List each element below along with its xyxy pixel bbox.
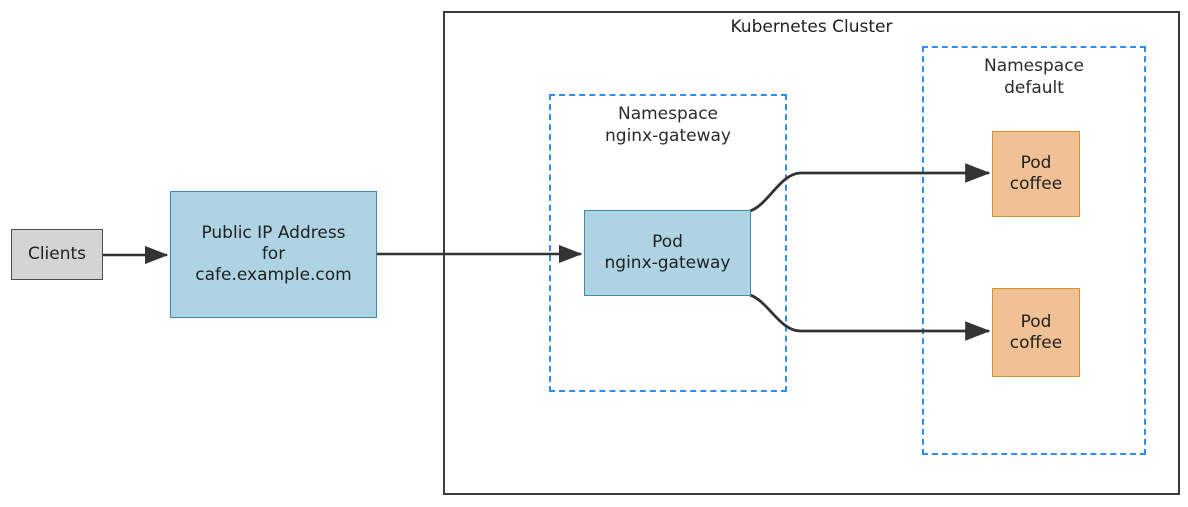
node-public-ip-line1: Public IP Address — [201, 223, 346, 244]
node-pod-nginx-gateway-line2: nginx-gateway — [604, 253, 731, 273]
node-clients[interactable]: Clients — [11, 229, 103, 280]
node-pod-coffee-2-line2: coffee — [1009, 332, 1063, 353]
node-pod-coffee-1-line1: Pod — [1020, 153, 1052, 174]
node-public-ip-line3: cafe.example.com — [195, 264, 352, 285]
namespace-nginx-gateway-container — [549, 94, 787, 392]
node-clients-label: Clients — [27, 244, 87, 265]
namespace-nginx-gateway-label-line2: nginx-gateway — [605, 125, 731, 146]
namespace-default-container — [922, 46, 1146, 455]
node-pod-coffee-2-line1: Pod — [1020, 311, 1052, 332]
node-pod-nginx-gateway-line1: Pod — [652, 232, 683, 253]
kubernetes-cluster-label: Kubernetes Cluster — [730, 17, 893, 37]
node-public-ip-line2: for — [261, 244, 286, 265]
namespace-nginx-gateway-label-line1: Namespace — [617, 104, 719, 124]
namespace-default-label-line1: Namespace — [983, 56, 1085, 76]
namespace-default-label-line2: default — [1004, 77, 1064, 98]
node-pod-coffee-1-line2: coffee — [1009, 174, 1063, 194]
